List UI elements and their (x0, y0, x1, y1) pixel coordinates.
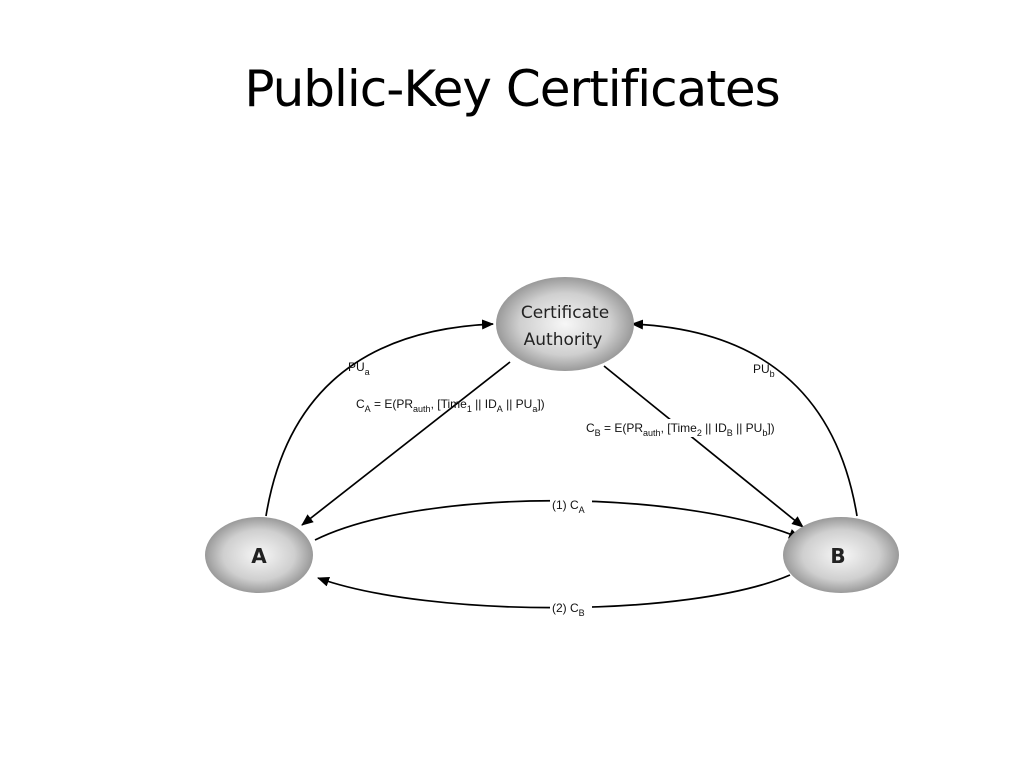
ca-label-line1: Certificate (521, 303, 609, 323)
cert-b-label-bg (664, 419, 704, 437)
step1-label-bg (550, 497, 592, 513)
ca-label-line2: Authority (524, 330, 603, 350)
node-a-label: A (251, 544, 267, 568)
cert-a-label: CA = E(PRauth, [Time1 || IDA || PUa]) (356, 397, 545, 414)
cert-b-label: CB = E(PRauth, [Time2 || IDB || PUb]) (586, 421, 775, 438)
edge-ca-to-b-cert (603, 365, 804, 528)
node-a: A (205, 517, 313, 593)
edge-ca-to-a-cert (301, 361, 511, 526)
node-b: B (783, 517, 899, 593)
pu-a-label: PUa (348, 360, 370, 377)
edge-b-to-ca-pu-b (631, 319, 858, 517)
slide-title: Public-Key Certificates (244, 60, 780, 118)
step2-label-bg (550, 600, 592, 616)
step1-label: (1) CA (552, 498, 585, 515)
node-b-label: B (830, 544, 845, 568)
edge-a-to-ca-pu-a (265, 319, 494, 517)
step2-label: (2) CB (552, 601, 585, 618)
pu-b-label: PUb (753, 362, 775, 379)
ca-node: Certificate Authority (496, 277, 634, 371)
